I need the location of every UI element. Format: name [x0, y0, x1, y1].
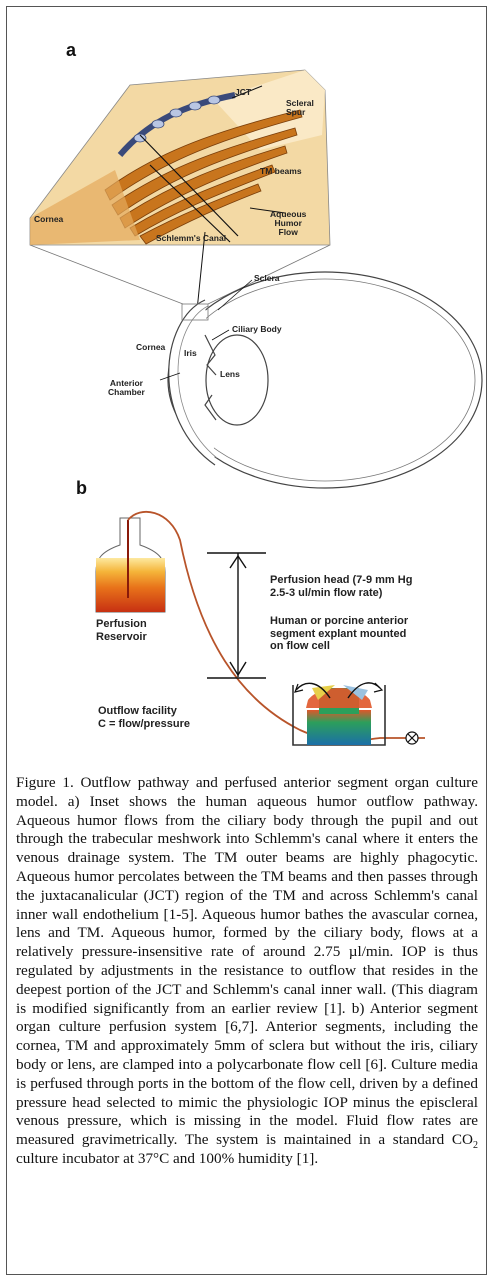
label-ciliary-body: Ciliary Body — [232, 324, 282, 334]
label-cornea-eye: Cornea — [136, 342, 166, 352]
label-perfusion-head: Perfusion head (7-9 mm Hg 2.5-3 ul/min f… — [270, 574, 413, 599]
label-explant: Human or porcine anterior segment explan… — [270, 615, 409, 653]
caption-text-part2: culture incubator at 37°C and 100% humid… — [16, 1149, 319, 1167]
label-anterior-chamber: Anterior Chamber — [108, 378, 145, 397]
caption-text-part1: Outflow pathway and perfused anterior se… — [16, 774, 478, 1149]
figure-caption: Figure 1. Outflow pathway and perfused a… — [16, 774, 478, 1169]
label-jct: JCT — [235, 87, 252, 97]
panel-a-label: a — [66, 40, 77, 60]
label-aqueous-humor-flow: Aqueous Humor Flow — [270, 209, 307, 237]
label-lens: Lens — [220, 369, 240, 379]
inset-diagram — [29, 69, 331, 331]
label-perfusion-reservoir: Perfusion Reservoir — [96, 618, 147, 643]
co2-subscript: 2 — [473, 1140, 478, 1152]
eye-diagram — [159, 271, 483, 489]
label-scleral-spur: Scleral Spur — [286, 98, 314, 117]
panel-b-label: b — [76, 478, 87, 498]
figure-label: Figure 1. — [16, 774, 74, 791]
label-cornea-inset: Cornea — [34, 214, 64, 224]
label-outflow-facility: Outflow facility C = flow/pressure — [98, 705, 191, 730]
label-iris: Iris — [184, 348, 197, 358]
label-sclera: Sclera — [254, 273, 280, 283]
perfusion-diagram — [95, 511, 425, 746]
label-tm-beams: TM beams — [260, 166, 302, 176]
label-schlemms-canal: Schlemm's Canal — [156, 233, 227, 243]
